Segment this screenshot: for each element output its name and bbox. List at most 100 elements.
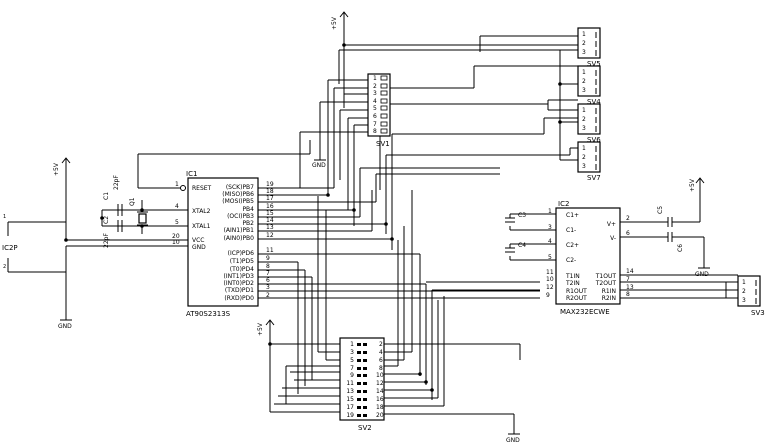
sv2-pin-20: 20 [376, 412, 384, 419]
ic1-part: AT90S2313S [186, 310, 231, 318]
ic2-pin-10-name: T2IN [565, 280, 580, 287]
sv2-pin-4: 4 [379, 349, 383, 356]
c1: C1 22pF [103, 175, 128, 216]
ic2-pin-8-name: R2IN [602, 295, 616, 302]
sv4-body [577, 65, 601, 97]
svg-text:GND: GND [312, 162, 326, 169]
sv2-pin-15: 15 [346, 396, 354, 403]
c2: C2 22pF [103, 216, 128, 248]
ic1-pin-12-num: 12 [266, 232, 274, 239]
ic2-pin-5-name: C2- [566, 257, 576, 264]
ic2-pin-3-name: C1- [566, 227, 576, 234]
ic1-pin-15-num: 15 [266, 210, 274, 217]
c2-value: 22pF [103, 233, 110, 248]
ic1-pin-6-name: (INT0)PD2 [224, 280, 255, 287]
sv3-pin-2: 2 [742, 288, 746, 295]
sv4-ref: SV4 [587, 98, 601, 106]
sv2-pin-14: 14 [376, 388, 384, 395]
vcc-symbol-top: +5V [331, 11, 349, 30]
c1-ref: C1 [103, 192, 110, 200]
sv2-ref: SV2 [358, 424, 372, 432]
ic2-part: MAX232ECWE [560, 308, 610, 316]
sv1-ref: SV1 [376, 140, 390, 148]
ic1-pin-18-num: 18 [266, 188, 274, 195]
sv7-pin-3: 3 [582, 163, 586, 170]
sv2-pin-5: 5 [350, 357, 354, 364]
q1-crystal [138, 213, 147, 224]
ic1-pin-11-name: (ICP)PD6 [228, 250, 254, 257]
ic1-pin-19-name: (SCK)PB7 [226, 184, 254, 191]
gnd-symbol-bottom: GND [506, 433, 520, 444]
ic2p: 1 2 IC2P [2, 214, 18, 272]
sv7: 1 2 3 SV7 [577, 141, 601, 182]
ic1-pin-9-name: (T1)PD5 [230, 258, 254, 265]
ic1-pin-19-num: 19 [266, 181, 274, 188]
ic1-pin-14-name: PB2 [242, 220, 254, 227]
gnd-symbol-left: GND [58, 319, 72, 330]
sv1: 1 2 3 4 5 6 7 8 SV1 [367, 73, 391, 148]
sv2-body [339, 337, 385, 421]
ic1-pin-8-name: (T0)PD4 [230, 266, 254, 273]
sv1-pin-5: 5 [373, 105, 377, 112]
svg-text:GND: GND [58, 323, 72, 330]
ic1-body [187, 177, 259, 307]
ic2-pin-13-num: 13 [626, 284, 634, 291]
sv6: 1 2 3 SV6 [577, 103, 601, 144]
sv6-body [577, 103, 601, 135]
sv6-ref: SV6 [587, 136, 601, 144]
c3: C3 [505, 212, 526, 230]
ic1-pin-6-num: 6 [266, 277, 270, 284]
sv3: 1 2 3 SV3 [737, 275, 765, 317]
ic2-pin-12-num: 12 [546, 284, 554, 291]
sv2-pin-2: 2 [379, 341, 383, 348]
ic2-pin-6-name: V- [610, 235, 616, 242]
sv2-pin-17: 17 [346, 404, 354, 411]
sv1-pin-8: 8 [373, 128, 377, 135]
sv5-pin-3: 3 [582, 49, 586, 56]
ic1-pin-15-name: (OCI)PB3 [227, 213, 254, 220]
c4-ref: C4 [518, 242, 526, 249]
ic2-pin-4-num: 4 [548, 238, 552, 245]
gnd-symbol-sv1: GND [312, 150, 326, 169]
ic1-pin-10-name: GND [192, 244, 206, 251]
ic2-pin-11-num: 11 [546, 269, 554, 276]
ic1-pin-5-num: 5 [175, 219, 179, 226]
gnd-symbols: GND GND GND GND [58, 150, 710, 444]
ic2-pin-1-name: C1+ [566, 212, 579, 219]
sv1-pin-7: 7 [373, 121, 377, 128]
ic1-pin-2-num: 2 [266, 292, 270, 299]
sv7-pin-2: 2 [582, 154, 586, 161]
vcc-symbol-sv2: +5V [257, 319, 275, 336]
ic2p-pin-1: 1 [3, 214, 6, 220]
junctions [64, 43, 562, 392]
sv2-pin-11: 11 [346, 380, 354, 387]
ic1-pin-1-name: RESET [192, 185, 212, 192]
sv6-pin-3: 3 [582, 125, 586, 132]
sv2-pin-12: 12 [376, 380, 384, 387]
c3-ref: C3 [518, 212, 526, 219]
ic1-pin-9-num: 9 [266, 255, 270, 262]
ic1-pin-7-name: (INT1)PD3 [224, 273, 255, 280]
sv1-pin-1: 1 [373, 75, 377, 82]
c1-value: 22pF [113, 175, 120, 190]
vcc-symbol-ic2: +5V [689, 177, 705, 192]
ic1-pin-16-name: PB4 [242, 206, 254, 213]
sv4-pin-3: 3 [582, 87, 586, 94]
ic1-pin-8-num: 8 [266, 263, 270, 270]
ic2-pin-7-name: T2OUT [595, 280, 617, 287]
sv1-pin-6: 6 [373, 113, 377, 120]
ic1-pin-3-name: (TXD)PD1 [225, 287, 254, 294]
sv3-pin-3: 3 [742, 297, 746, 304]
ic2-pin-5-num: 5 [548, 254, 552, 261]
ic2-pin-2-num: 2 [626, 215, 630, 222]
sv3-body [737, 275, 761, 307]
sv6-pin-2: 2 [582, 116, 586, 123]
sv2-pin-7: 7 [350, 365, 354, 372]
sv2-pin-6: 6 [379, 357, 383, 364]
ic2-pin-11-name: T1IN [565, 273, 580, 280]
c6-ref: C6 [677, 244, 684, 252]
ic2-pin-7-num: 7 [626, 276, 630, 283]
sv7-ref: SV7 [587, 174, 601, 182]
sv5: 1 2 3 SV5 [577, 27, 601, 68]
